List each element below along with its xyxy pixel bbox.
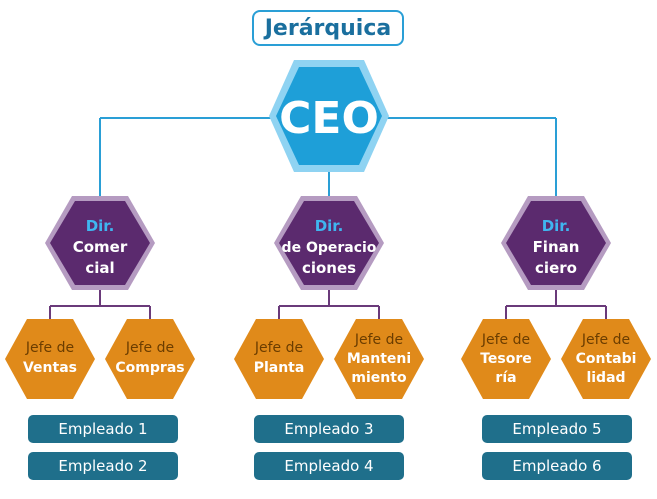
head-line1: Jefe de [25, 340, 74, 356]
head-line2: Manteni [347, 351, 411, 367]
director-line2: Finan [533, 238, 580, 256]
head-line2: Tesore [480, 351, 532, 367]
head-line1: Jefe de [481, 332, 530, 348]
head-line1: Jefe de [581, 332, 630, 348]
head-line2: Ventas [23, 360, 77, 376]
head-node-ventas: Jefe de Ventas [5, 319, 95, 399]
director-node-operations: Dir. de Operacio ciones [274, 196, 384, 290]
head-line1: Jefe de [354, 332, 403, 348]
employee-box: Empleado 1 [28, 415, 178, 443]
director-line1: Dir. [315, 217, 344, 235]
employee-box: Empleado 2 [28, 452, 178, 480]
director-node-commercial: Dir. Comer cial [45, 196, 155, 290]
employee-box: Empleado 4 [254, 452, 404, 480]
head-line3: ría [495, 370, 516, 386]
head-node-compras: Jefe de Compras [105, 319, 195, 399]
ceo-node: CEO [269, 60, 389, 172]
head-line2: Contabi [576, 351, 637, 367]
ceo-label: CEO [279, 93, 379, 144]
employee-box: Empleado 3 [254, 415, 404, 443]
director-line3: ciero [535, 259, 577, 277]
director-line1: Dir. [542, 217, 571, 235]
head-line3: lidad [586, 370, 625, 386]
head-node-tesoreria: Jefe de Tesore ría [461, 319, 551, 399]
chart-title: Jerárquica [252, 10, 404, 46]
director-line2: de Operacio [282, 240, 377, 256]
director-line2: Comer [73, 238, 128, 256]
head-node-planta: Jefe de Planta [234, 319, 324, 399]
director-connectors [49, 288, 607, 320]
employee-box: Empleado 5 [482, 415, 632, 443]
director-line3: cial [85, 259, 114, 277]
head-line1: Jefe de [254, 340, 303, 356]
director-line1: Dir. [86, 217, 115, 235]
employee-box: Empleado 6 [482, 452, 632, 480]
director-node-financial: Dir. Finan ciero [501, 196, 611, 290]
ceo-hexagon [276, 67, 382, 165]
head-node-contabilidad: Jefe de Contabi lidad [561, 319, 651, 399]
head-line3: miento [351, 370, 407, 386]
director-line3: ciones [302, 259, 356, 277]
head-line1: Jefe de [125, 340, 174, 356]
head-line2: Planta [254, 360, 305, 376]
head-line2: Compras [115, 360, 184, 376]
head-node-mantenimiento: Jefe de Manteni miento [334, 319, 424, 399]
